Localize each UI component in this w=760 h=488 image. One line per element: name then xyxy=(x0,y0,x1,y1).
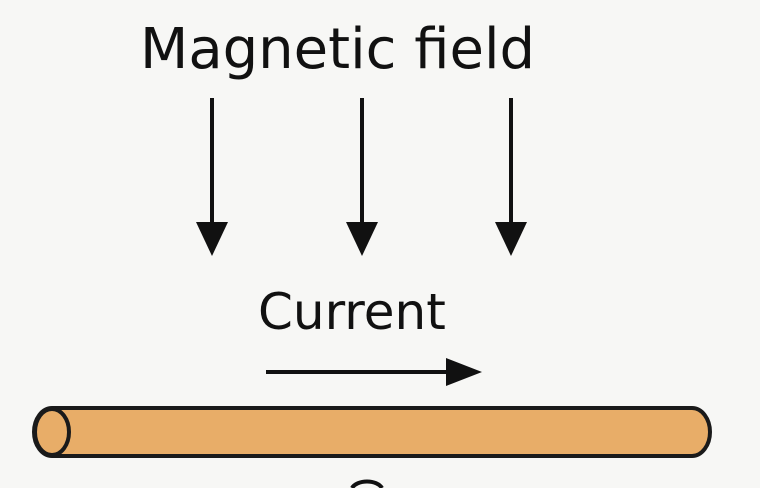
down-arrow-head xyxy=(495,222,527,256)
wire xyxy=(32,406,712,458)
current-label: Current xyxy=(258,283,446,341)
right-arrow-head xyxy=(446,358,482,386)
down-arrow-head xyxy=(346,222,378,256)
wire-end-cap xyxy=(33,407,71,457)
down-arrow-head xyxy=(196,222,228,256)
field-arrow-3 xyxy=(495,98,527,256)
current-arrow xyxy=(266,358,482,386)
field-arrow-1 xyxy=(196,98,228,256)
magnetic-field-label: Magnetic field xyxy=(140,17,536,82)
wire-body xyxy=(32,406,712,458)
field-arrow-2 xyxy=(346,98,378,256)
partial-mark xyxy=(350,479,384,488)
